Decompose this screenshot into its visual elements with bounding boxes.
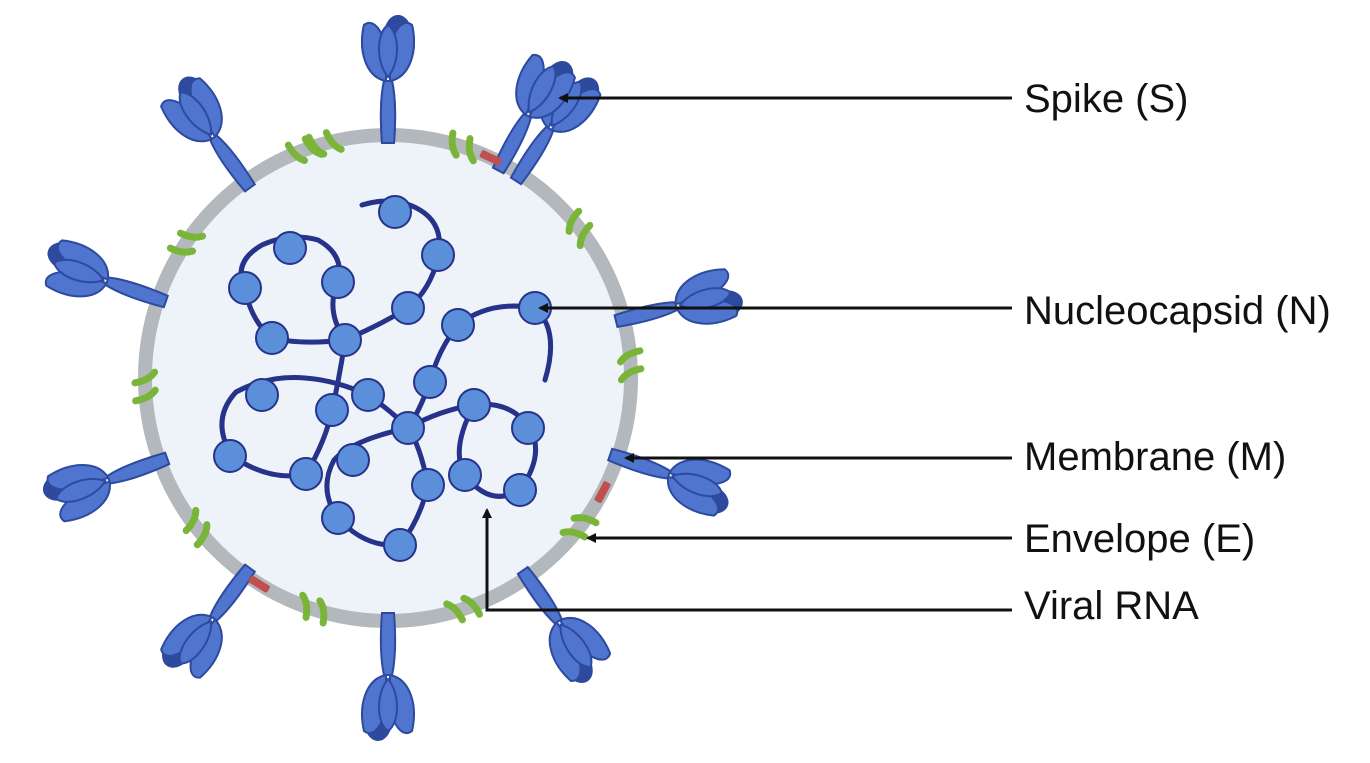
nucleocapsid-protein bbox=[411, 468, 445, 502]
label-viral-rna: Viral RNA bbox=[1024, 584, 1199, 628]
m-protein bbox=[448, 129, 477, 165]
m-protein bbox=[559, 514, 600, 541]
nucleocapsid-protein bbox=[511, 411, 545, 445]
m-protein bbox=[284, 135, 325, 164]
e-protein bbox=[479, 150, 502, 166]
nucleocapsid-protein bbox=[213, 439, 247, 473]
label-spike: Spike (S) bbox=[1024, 77, 1189, 121]
spike-protein bbox=[160, 563, 257, 679]
spike-protein bbox=[606, 447, 732, 517]
viral-rna-nucleocapsid bbox=[213, 195, 554, 562]
nucleocapsid-protein bbox=[448, 458, 482, 492]
nucleocapsid-protein bbox=[255, 321, 289, 355]
nucleocapsid-protein bbox=[391, 291, 425, 325]
nucleocapsid-protein bbox=[421, 238, 455, 272]
nucleocapsid-protein bbox=[336, 443, 370, 477]
label-membrane: Membrane (M) bbox=[1024, 435, 1286, 479]
label-envelope: Envelope (E) bbox=[1024, 517, 1255, 561]
nucleocapsid-protein bbox=[289, 457, 323, 491]
spike-protein bbox=[361, 15, 415, 144]
virion bbox=[42, 15, 743, 741]
nucleocapsid-protein bbox=[321, 501, 355, 535]
nucleocapsid-protein bbox=[328, 323, 362, 357]
spike-protein bbox=[42, 451, 171, 523]
nucleocapsid-protein bbox=[413, 365, 447, 399]
m-protein bbox=[617, 347, 645, 384]
nucleocapsid-protein bbox=[503, 473, 537, 507]
envelope-proteins bbox=[248, 150, 611, 593]
label-nucleocapsid: Nucleocapsid (N) bbox=[1024, 289, 1331, 333]
spike-protein bbox=[361, 612, 415, 741]
m-protein bbox=[565, 207, 594, 250]
m-protein bbox=[182, 506, 211, 549]
nucleocapsid-protein bbox=[228, 271, 262, 305]
leader-lines bbox=[482, 93, 1012, 612]
nucleocapsid-protein bbox=[378, 195, 412, 229]
m-protein bbox=[131, 368, 159, 405]
e-protein bbox=[248, 575, 270, 593]
m-protein bbox=[443, 594, 484, 624]
nucleocapsid-protein bbox=[457, 388, 491, 422]
nucleocapsid-protein bbox=[391, 411, 425, 445]
nucleocapsid-protein bbox=[383, 528, 417, 562]
nucleocapsid-protein bbox=[245, 378, 279, 412]
nucleocapsid-protein bbox=[273, 231, 307, 265]
nucleocapsid-protein bbox=[315, 393, 349, 427]
m-protein bbox=[299, 591, 328, 627]
rna-leader bbox=[482, 508, 1012, 612]
m-protein bbox=[166, 229, 207, 256]
membrane-proteins bbox=[131, 129, 645, 627]
spike-protein bbox=[160, 76, 257, 193]
spike-protein bbox=[44, 239, 170, 309]
spike-protein bbox=[491, 54, 576, 175]
nucleocapsid-protein bbox=[351, 378, 385, 412]
nucleocapsid-protein bbox=[321, 265, 355, 299]
spike-protein bbox=[516, 565, 612, 683]
nucleocapsid-protein bbox=[441, 308, 475, 342]
e-protein bbox=[594, 481, 611, 503]
